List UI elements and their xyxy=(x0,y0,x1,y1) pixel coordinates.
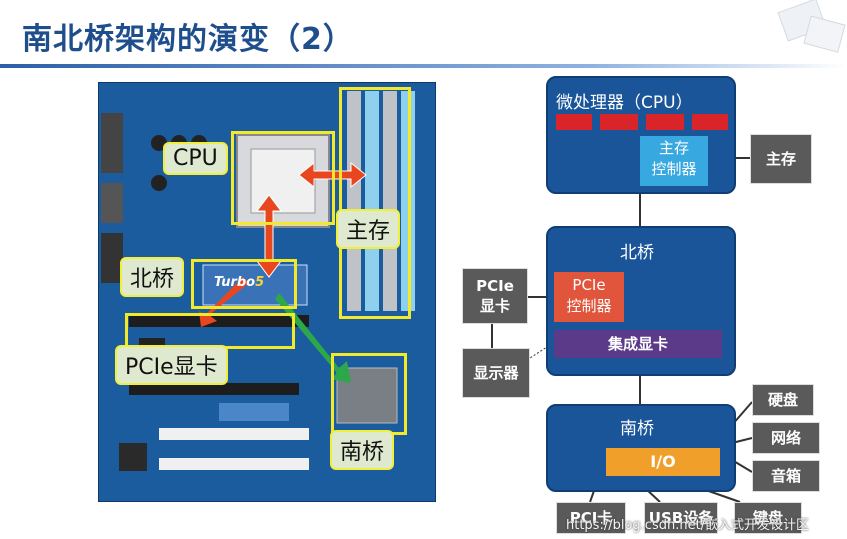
monitor-box: 显示器 xyxy=(462,348,530,398)
northbridge-title: 北桥 xyxy=(620,243,654,263)
cpu-label: CPU xyxy=(163,142,228,175)
cpu-core-4 xyxy=(692,114,728,130)
memory-highlight xyxy=(339,87,411,319)
cpu-core-3 xyxy=(646,114,684,130)
io-block: I/O xyxy=(606,448,720,476)
memory-controller: 主存 控制器 xyxy=(640,136,708,186)
integrated-graphics: 集成显卡 xyxy=(554,330,722,358)
motherboard-drawing xyxy=(101,91,415,471)
northbridge-highlight xyxy=(191,259,297,309)
southbridge-title: 南桥 xyxy=(620,419,654,439)
southbridge-block: 南桥 I/O xyxy=(546,404,736,492)
speaker-box: 音箱 xyxy=(752,460,820,492)
cpu-block-title: 微处理器（CPU） xyxy=(556,93,693,113)
pci-card-box: PCI卡 xyxy=(556,502,626,534)
main-memory-box: 主存 xyxy=(750,134,812,184)
memory-label: 主存 xyxy=(336,209,401,249)
cpu-core-2 xyxy=(600,114,638,130)
pcie-controller: PCIe 控制器 xyxy=(554,272,624,322)
northbridge-block: 北桥 PCIe 控制器 集成显卡 xyxy=(546,226,736,376)
slide-title: 南北桥架构的演变（2） xyxy=(22,22,354,57)
northbridge-label: 北桥 xyxy=(120,257,185,297)
watermark: https://blog.csdn.net/嵌入式开发设计区 xyxy=(566,518,810,533)
chip-logo: Turbo5 xyxy=(214,275,265,290)
usb-device-box: USB设备 xyxy=(644,502,718,534)
other-device-box: 键盘 xyxy=(734,502,802,534)
southbridge-label: 南桥 xyxy=(330,430,395,470)
title-underline xyxy=(0,64,847,68)
disk-box: 硬盘 xyxy=(752,384,814,416)
pcie-card-box: PCIe 显卡 xyxy=(462,268,528,324)
pcie-card-label: PCIe显卡 xyxy=(115,345,228,385)
cpu-block: 微处理器（CPU） 主存 控制器 xyxy=(546,76,736,194)
cpu-core-1 xyxy=(556,114,592,130)
network-box: 网络 xyxy=(752,422,820,454)
cpu-highlight xyxy=(231,131,335,225)
corner-decoration xyxy=(752,0,847,64)
